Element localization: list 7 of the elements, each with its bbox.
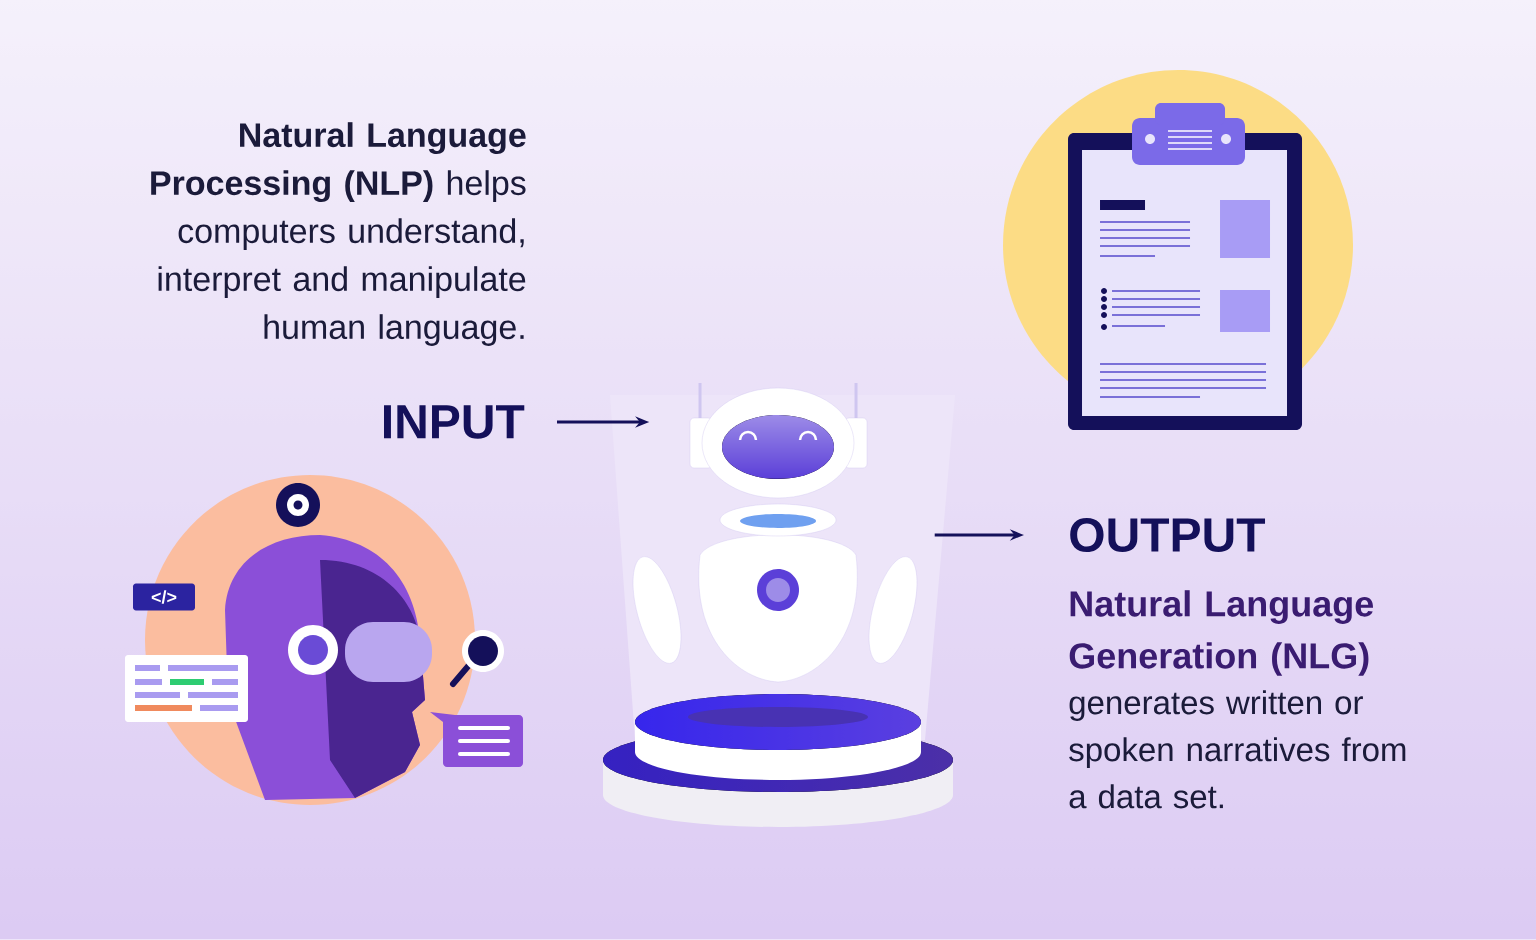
description-text: generates written or spoken narratives from a data set. <box>1069 690 1406 809</box>
code-tag: </> <box>133 583 195 611</box>
heading-text: INPUT <box>384 405 525 439</box>
description-text: Natural Language Processing (NLP) helps computers understand, interpret and manipulate human language. <box>151 122 526 346</box>
subheading-text: Natural Language Generation (NLG) <box>1069 590 1373 676</box>
robot-drawing <box>632 383 918 683</box>
heading-text: OUTPUT <box>1070 518 1265 552</box>
